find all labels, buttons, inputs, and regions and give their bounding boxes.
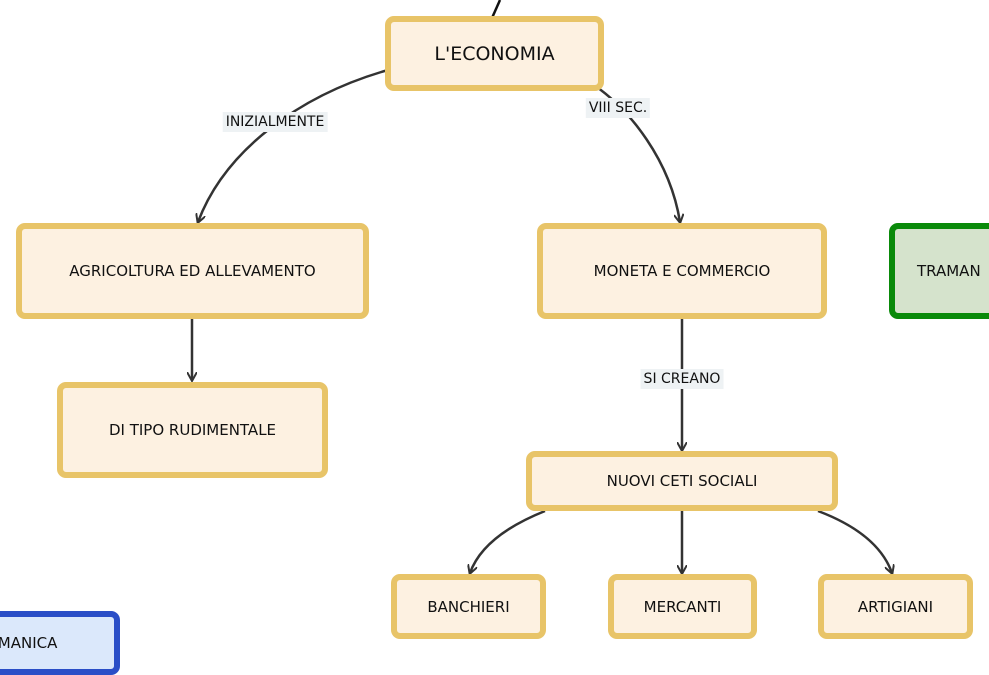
node-banchieri[interactable]: BANCHIERI	[391, 574, 546, 639]
node-rudimentale[interactable]: DI TIPO RUDIMENTALE	[57, 382, 328, 478]
link-label-inizialmente: INIZIALMENTE	[222, 112, 328, 132]
node-economia[interactable]: L'ECONOMIA	[385, 16, 604, 91]
node-ceti[interactable]: NUOVI CETI SOCIALI	[526, 451, 838, 511]
connector-ceti-banchieri	[470, 509, 546, 573]
connector-layer	[0, 0, 989, 658]
connector-economia-agricoltura	[198, 68, 389, 222]
connector-economia-moneta	[593, 83, 680, 222]
node-mercanti[interactable]: MERCANTI	[608, 574, 757, 639]
link-label-si-creano: SI CREANO	[640, 369, 724, 389]
connector-top-stub	[490, 0, 502, 19]
node-tramandare[interactable]: TRAMAN	[889, 223, 989, 319]
node-moneta[interactable]: MONETA E COMMERCIO	[537, 223, 827, 319]
node-agricoltura[interactable]: AGRICOLTURA ED ALLEVAMENTO	[16, 223, 369, 319]
node-romanica[interactable]: OMANICA	[0, 611, 120, 675]
connector-ceti-artigiani	[817, 509, 892, 573]
link-label-viii-sec: VIII SEC.	[585, 98, 651, 118]
node-artigiani[interactable]: ARTIGIANI	[818, 574, 973, 639]
